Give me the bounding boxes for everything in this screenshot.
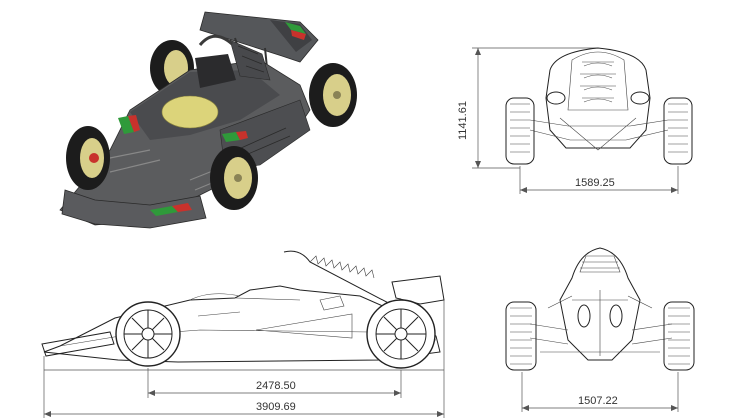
rear-view-left-tyre <box>505 301 537 371</box>
wheelbase-dimension: 2478.50 <box>256 380 296 392</box>
front-track-dimension: 1589.25 <box>575 177 615 189</box>
front-view-left-tyre <box>505 97 535 165</box>
side-rear-wheel <box>366 299 436 369</box>
front-wing <box>61 189 207 229</box>
rear-track-dimension: 1507.22 <box>578 395 618 407</box>
front-height-dimension: 1141.61 <box>457 101 469 140</box>
front-view: 1141.61 1589.25 <box>457 47 693 194</box>
front-view-right-tyre <box>663 97 693 165</box>
rear-wing-stripe <box>285 22 306 34</box>
isometric-render <box>59 11 357 229</box>
side-front-wheel <box>115 301 181 367</box>
cockpit-seat <box>195 54 236 88</box>
rear-view: 1507.22 <box>505 247 695 412</box>
cockpit-cowl <box>161 95 219 129</box>
side-view: 2478.50 3909.69 <box>41 250 445 418</box>
overall-length-dimension: 3909.69 <box>256 401 296 413</box>
rear-view-right-tyre <box>663 301 695 371</box>
